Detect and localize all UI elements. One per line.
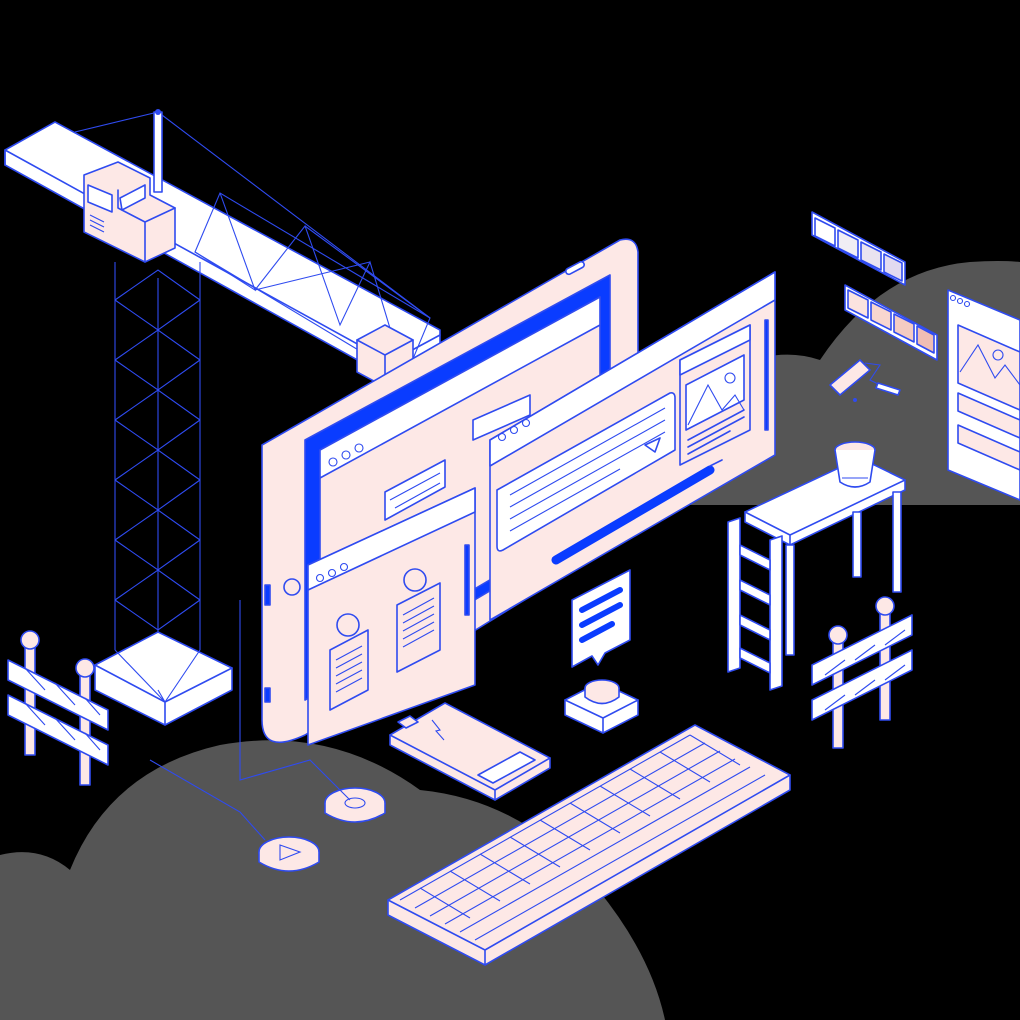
battery-tablet (389, 702, 551, 801)
paint-bucket (834, 441, 876, 488)
push-button (564, 679, 639, 734)
browser-window-small (307, 487, 476, 746)
barrier-right (811, 596, 913, 749)
media-buttons (149, 600, 386, 872)
chat-bubble (571, 569, 631, 668)
paint-roller (829, 359, 901, 402)
tower-crane (4, 109, 441, 726)
color-palette (811, 211, 938, 361)
text-card-small (384, 459, 446, 521)
barrier-left (7, 630, 109, 786)
keyboard (387, 724, 791, 966)
image-card (947, 289, 1020, 501)
ladder (727, 517, 783, 691)
browser-window-large (472, 271, 776, 621)
